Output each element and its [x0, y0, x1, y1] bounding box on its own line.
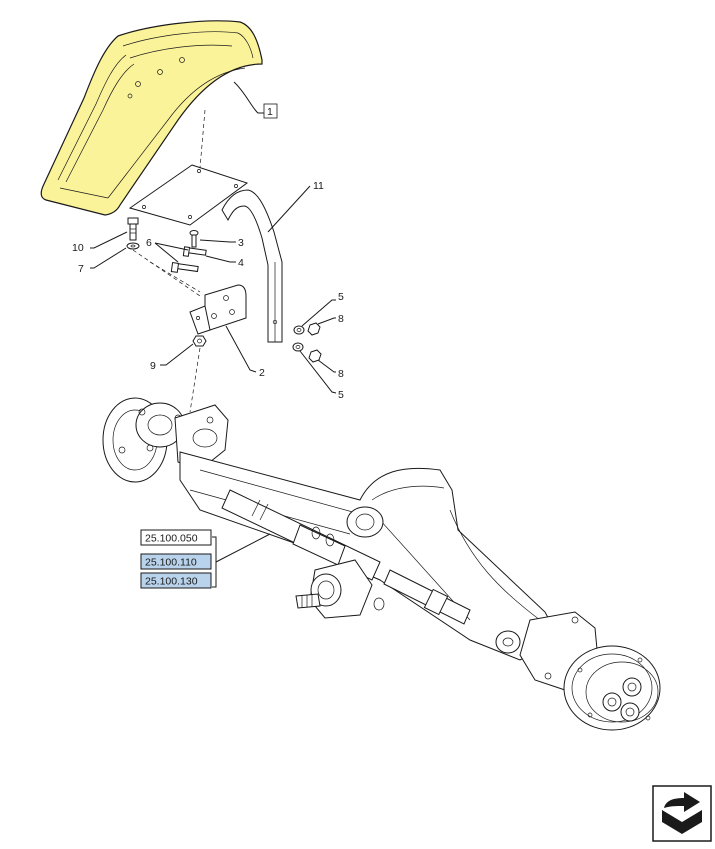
callout-box-fender — [263, 103, 278, 119]
callout-fender[interactable]: 1 — [267, 106, 273, 118]
mounting-plate[interactable] — [128, 164, 249, 226]
bolt-6[interactable] — [170, 246, 207, 273]
bolt-10[interactable] — [127, 217, 139, 241]
callout-bolt-6[interactable]: 6 — [146, 237, 152, 249]
callout-washer-7[interactable]: 7 — [78, 263, 84, 275]
callout-nut-4[interactable]: 4 — [238, 257, 244, 269]
nut-8-bottom[interactable] — [308, 349, 322, 363]
nut-9[interactable] — [192, 335, 207, 347]
callout-support-arm[interactable]: 11 — [313, 180, 324, 192]
bracket[interactable] — [189, 284, 247, 335]
washer-5-bottom[interactable] — [292, 342, 304, 352]
screw-3[interactable] — [189, 230, 199, 248]
callout-nut-8-bottom[interactable]: 8 — [338, 368, 344, 380]
callout-bolt-10[interactable]: 10 — [72, 242, 84, 254]
callout-nut-9[interactable]: 9 — [150, 360, 156, 372]
callout-washer-5-top[interactable]: 5 — [338, 291, 344, 303]
callout-nut-8-top[interactable]: 8 — [338, 313, 344, 325]
reference-25-100-110[interactable]: 25.100.110 — [140, 553, 212, 570]
reference-group: 25.100.050 25.100.110 25.100.130 — [140, 529, 271, 589]
washer-5-top[interactable] — [293, 325, 305, 335]
fender[interactable] — [40, 20, 263, 216]
reference-label: 25.100.050 — [145, 533, 198, 545]
reference-25-100-050[interactable]: 25.100.050 — [140, 529, 212, 546]
callout-washer-5-bottom[interactable]: 5 — [338, 389, 344, 401]
callout-bracket[interactable]: 2 — [259, 367, 265, 379]
callout-screw-3[interactable]: 3 — [238, 237, 244, 249]
next-page-arrow-icon[interactable] — [652, 785, 712, 842]
nut-8-top[interactable] — [307, 322, 321, 336]
support-arm[interactable] — [221, 189, 283, 343]
front-axle-assembly — [102, 397, 661, 731]
washer-7[interactable] — [126, 242, 140, 250]
reference-label: 25.100.130 — [145, 576, 198, 588]
reference-label: 25.100.110 — [145, 557, 197, 569]
reference-25-100-130[interactable]: 25.100.130 — [140, 572, 212, 589]
